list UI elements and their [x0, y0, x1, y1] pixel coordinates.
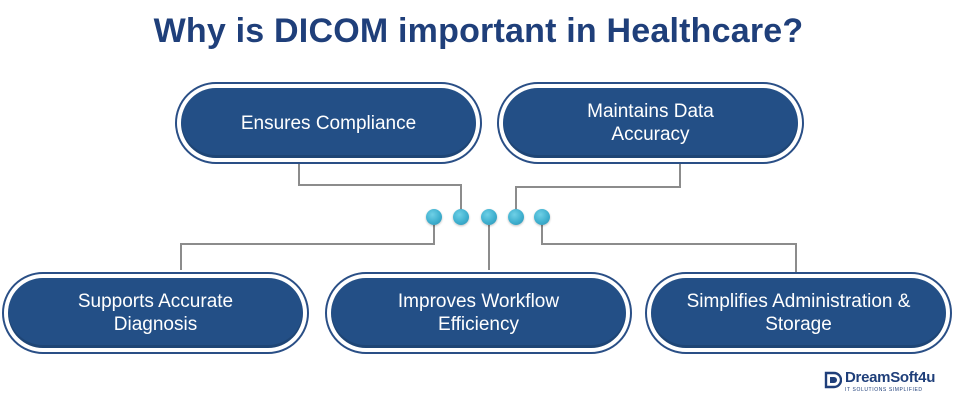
logo-name: DreamSoft4u — [845, 369, 936, 386]
connector-compliance — [298, 163, 462, 210]
node-label: Supports Accurate Diagnosis — [77, 291, 234, 335]
connector-dot — [534, 209, 550, 225]
connector-dot — [453, 209, 469, 225]
logo-icon — [824, 371, 842, 389]
node-label: Simplifies Administration & Storage — [686, 291, 911, 335]
connector-accuracy — [515, 163, 681, 210]
node-simplifies-administration-storage: Simplifies Administration & Storage — [645, 272, 952, 354]
node-label: Improves Workflow Efficiency — [397, 291, 560, 335]
connector-dot — [508, 209, 524, 225]
node-ensures-compliance: Ensures Compliance — [175, 82, 482, 164]
node-supports-accurate-diagnosis: Supports Accurate Diagnosis — [2, 272, 309, 354]
connector-administration — [541, 225, 797, 272]
node-maintains-data-accuracy: Maintains Data Accuracy — [497, 82, 804, 164]
brand-logo: DreamSoft4u IT SOLUTIONS SIMPLIFIED — [824, 369, 950, 397]
connector-diagnosis — [180, 225, 435, 270]
node-label: Ensures Compliance — [240, 112, 417, 134]
node-improves-workflow-efficiency: Improves Workflow Efficiency — [325, 272, 632, 354]
node-label: Maintains Data Accuracy — [587, 101, 714, 145]
logo-tagline: IT SOLUTIONS SIMPLIFIED — [845, 387, 923, 393]
page-title: Why is DICOM important in Healthcare? — [153, 12, 804, 50]
connector-dot — [426, 209, 442, 225]
connector-dot — [481, 209, 497, 225]
